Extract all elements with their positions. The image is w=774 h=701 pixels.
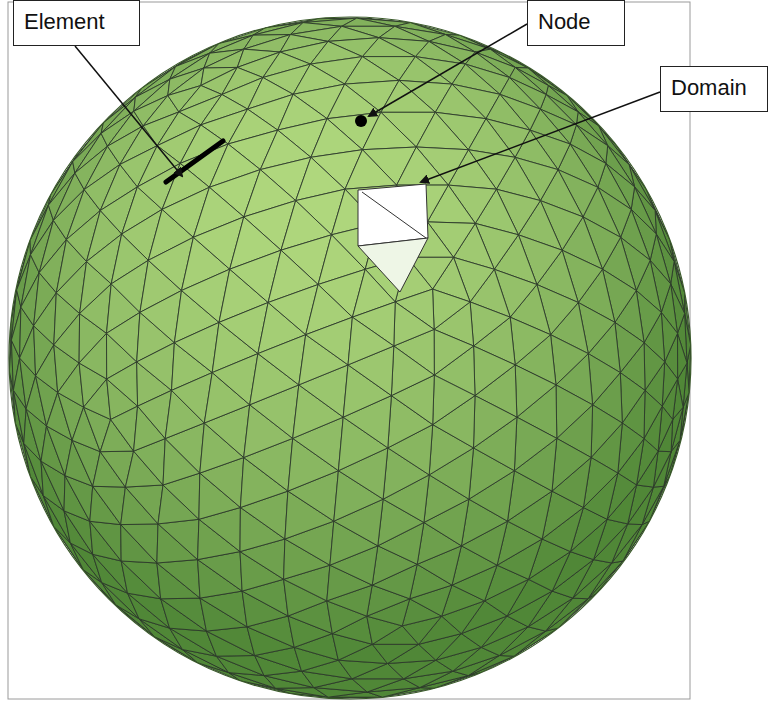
mesh-triangle xyxy=(121,524,158,563)
mesh-triangle xyxy=(352,679,404,692)
mesh-triangle xyxy=(90,521,121,561)
mesh-triangle xyxy=(161,599,207,631)
mesh-triangle xyxy=(206,627,254,656)
triangle-mesh xyxy=(9,18,690,698)
mesh-triangle xyxy=(394,302,434,346)
mesh-triangle xyxy=(474,396,517,448)
mesh-triangle xyxy=(510,317,550,365)
mesh-triangle xyxy=(174,322,219,372)
mesh-triangle xyxy=(588,354,620,405)
mesh-triangle xyxy=(80,284,112,333)
mesh-triangle xyxy=(620,373,645,423)
mesh-triangle xyxy=(348,317,394,365)
mesh-triangle xyxy=(381,80,435,112)
leader-line xyxy=(421,92,660,182)
mesh-triangle xyxy=(111,406,138,451)
mesh-triangle xyxy=(678,333,688,379)
callout-label: Node xyxy=(538,9,614,35)
mesh-triangle xyxy=(515,365,556,417)
mesh-triangle xyxy=(93,486,126,524)
mesh-triangle xyxy=(90,521,121,561)
mesh-triangle xyxy=(161,598,207,631)
mesh-triangle xyxy=(20,326,36,376)
mesh-triangle xyxy=(84,379,111,420)
mesh-triangle xyxy=(345,150,397,190)
mesh-triangle xyxy=(34,293,57,345)
mesh-triangle xyxy=(416,112,468,149)
sphere-outline xyxy=(9,17,691,699)
mesh-triangle xyxy=(54,314,80,364)
mesh-triangle xyxy=(125,485,163,524)
mesh-triangle xyxy=(399,57,452,85)
mesh-triangle xyxy=(391,346,434,396)
mesh-triangle xyxy=(258,335,306,385)
mesh-triangle xyxy=(362,38,415,57)
mesh-triangle xyxy=(556,385,593,439)
mesh-triangle xyxy=(107,312,140,362)
mesh-triangle xyxy=(552,438,591,491)
mesh-triangle xyxy=(121,561,161,599)
mesh-triangle xyxy=(551,335,589,385)
mesh-triangle xyxy=(372,644,418,663)
mesh-triangle xyxy=(644,343,665,391)
mesh-triangle xyxy=(345,57,399,85)
leader-line xyxy=(75,46,182,176)
highlighted-node xyxy=(355,115,367,127)
leader-line xyxy=(369,24,527,116)
callout-box: Domain xyxy=(660,66,768,112)
domain-face xyxy=(358,184,428,246)
mesh-triangle xyxy=(79,333,107,379)
mesh-triangle xyxy=(433,375,475,425)
domain-face xyxy=(358,238,428,292)
mesh-triangle xyxy=(121,561,161,599)
mesh-triangle xyxy=(137,343,175,391)
mesh-triangle xyxy=(433,289,471,329)
mesh-triangle xyxy=(434,329,474,375)
mesh-triangle xyxy=(470,302,510,346)
callout-box: Node xyxy=(527,0,625,46)
domain-edge xyxy=(362,192,426,238)
callout-label: Element xyxy=(24,9,129,35)
mesh-triangle xyxy=(397,147,449,185)
mesh-triangle xyxy=(158,519,199,559)
mesh-triangle xyxy=(644,390,662,438)
mesh-triangle xyxy=(306,317,353,365)
mesh-triangle xyxy=(157,560,200,599)
domain-highlight xyxy=(358,184,428,292)
mesh-triangle xyxy=(514,417,556,471)
image-frame xyxy=(8,2,690,699)
mesh-triangle xyxy=(107,362,138,406)
mesh-triangle xyxy=(474,346,516,396)
callout-box: Element xyxy=(13,0,140,46)
mesh-triangle xyxy=(362,112,416,149)
highlighted-element xyxy=(166,141,223,182)
mesh-triangle xyxy=(591,405,622,458)
callout-label: Domain xyxy=(671,75,757,101)
